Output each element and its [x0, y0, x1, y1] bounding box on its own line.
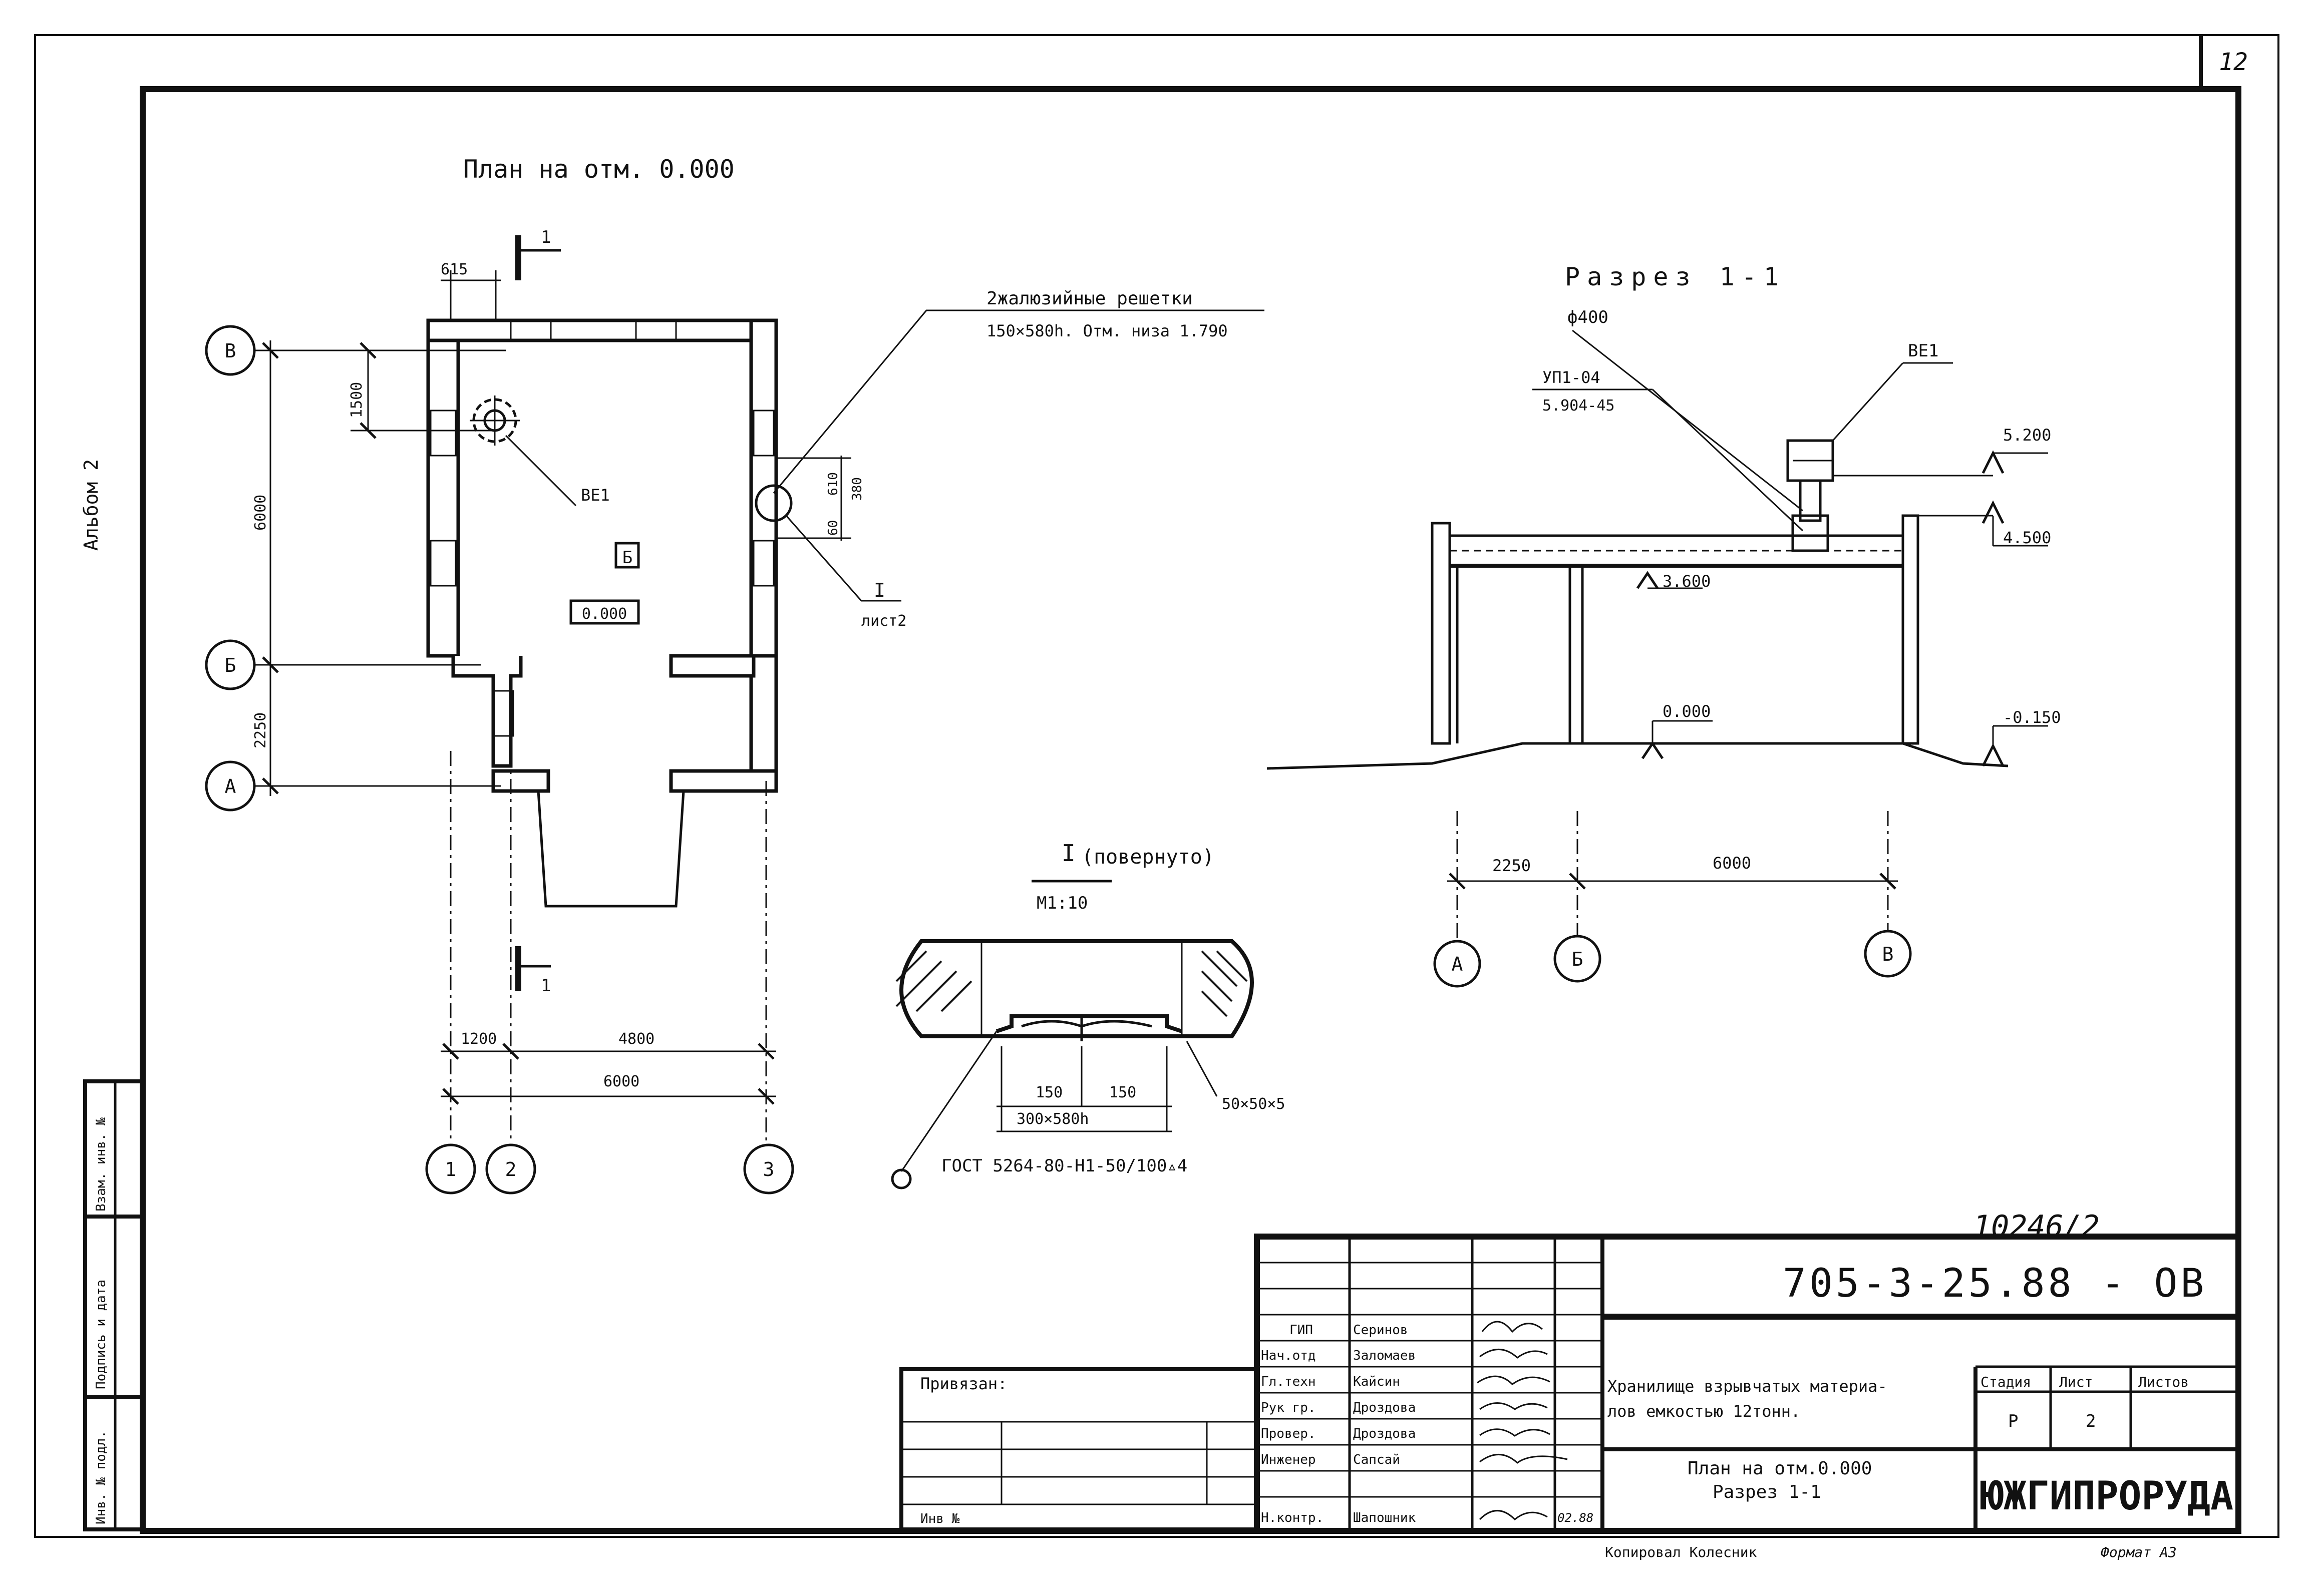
- section-axis-v: В: [1882, 943, 1894, 965]
- stamp-sign-date: Подпись и дата: [94, 1280, 109, 1389]
- plan-dim-60: 60: [826, 520, 841, 536]
- section-axis-a: А: [1452, 953, 1463, 975]
- section-title: Разрез 1-1: [1565, 262, 1786, 291]
- plan-section-markers: [515, 235, 561, 991]
- plan-dimension-lines: [262, 270, 851, 1105]
- plan-axis-2: 2: [505, 1158, 517, 1180]
- detail-drawing: [891, 939, 1254, 1189]
- plan-room-letter: Б: [622, 548, 632, 568]
- detail-ref-number: I: [874, 579, 885, 601]
- grille-leader: [773, 309, 1264, 494]
- role-ruk-gr: Рук гр.: [1261, 1400, 1316, 1415]
- title-block-grid: [899, 1234, 2241, 1534]
- detail-scale: М1:10: [1037, 893, 1088, 913]
- section-diameter: ф400: [1567, 307, 1608, 327]
- detail-angle: 50×50×5: [1222, 1095, 1285, 1113]
- detail-gost: ГОСТ 5264-80-Н1-50/100▵4: [941, 1156, 1187, 1176]
- plan-drawing: [426, 318, 793, 908]
- detail-title: I: [1062, 840, 1076, 867]
- format-note: Формат А3: [2101, 1544, 2177, 1560]
- album-label: Альбом 2: [80, 459, 102, 551]
- plan-title: План на отм. 0.000: [463, 155, 735, 184]
- role-gip: ГИП: [1289, 1323, 1313, 1338]
- section-level-0000: 0.000: [1663, 702, 1711, 721]
- plan-dim-4800: 4800: [618, 1030, 654, 1048]
- role-gl-tekhn: Гл.техн: [1261, 1374, 1316, 1389]
- detail-dim-150a: 150: [1036, 1084, 1063, 1101]
- sheet-title-2: Разрез 1-1: [1713, 1482, 1821, 1502]
- section-level-4500: 4.500: [2003, 528, 2051, 547]
- stamp-orig-inv: Инв. № подл.: [94, 1430, 109, 1524]
- plan-axis-a: А: [225, 775, 236, 797]
- plan-axis-1: 1: [445, 1158, 457, 1180]
- sign-date: 02.88: [1557, 1511, 1593, 1525]
- role-n-kontr: Н.контр.: [1261, 1510, 1324, 1525]
- detail-title-suffix: (повернуто): [1082, 846, 1214, 869]
- name-gl-tekhn: Кайсин: [1353, 1374, 1400, 1389]
- name-inzhener: Сапсай: [1353, 1452, 1400, 1467]
- document-code: 705-3-25.88 - ОВ: [1783, 1261, 2207, 1306]
- project-line-1: Хранилище взрывчатых материа-: [1607, 1377, 1887, 1396]
- plan-section-mark-bottom: 1: [541, 976, 551, 996]
- organization-name: ЮЖГИПРОРУДА: [1981, 1474, 2233, 1519]
- role-nach-otd: Нач.отд: [1261, 1348, 1316, 1363]
- plan-dim-1500: 1500: [348, 382, 366, 418]
- sheets-label: Листов: [2138, 1374, 2189, 1390]
- section-level-3600: 3.600: [1663, 572, 1711, 591]
- grille-note-2: 150×580h. Отм. низа 1.790: [986, 321, 1228, 340]
- section-axis-b: Б: [1572, 948, 1583, 970]
- role-prover: Провер.: [1261, 1426, 1316, 1441]
- sheet-no-value: 2: [2086, 1411, 2096, 1431]
- plan-dim-6000-h: 6000: [603, 1073, 639, 1090]
- plan-dim-6000-v: 6000: [252, 495, 269, 531]
- attached-label: Привязан:: [920, 1374, 1007, 1393]
- plan-axis-b: Б: [225, 654, 236, 676]
- plan-dim-2250-v: 2250: [252, 712, 269, 748]
- section-fan-label: ВЕ1: [1908, 341, 1938, 361]
- detail-leader: [785, 515, 901, 602]
- stage-value: Р: [2008, 1411, 2018, 1431]
- grille-note-1: 2жалюзийные решетки: [986, 288, 1193, 309]
- section-level-neg0150: -0.150: [2003, 708, 2061, 727]
- plan-floor-level: 0.000: [582, 605, 627, 623]
- margin-stamp: Взам. инв. № Подпись и дата Инв. № подл.: [83, 1079, 145, 1531]
- section-drawing: [1266, 329, 2048, 988]
- section-unit-label: УП1-04: [1542, 368, 1600, 387]
- name-gip: Серинов: [1353, 1323, 1408, 1338]
- name-prover: Дроздова: [1353, 1426, 1416, 1441]
- section-unit-series: 5.904-45: [1542, 397, 1615, 415]
- outer-frame: [34, 34, 2279, 1538]
- section-dim-2250: 2250: [1492, 856, 1531, 875]
- section-level-5200: 5.200: [2003, 426, 2051, 445]
- plan-dim-380: 380: [850, 477, 865, 501]
- signatures: [1477, 1321, 1568, 1521]
- role-inzhener: Инженер: [1261, 1452, 1316, 1467]
- plan-section-mark-top: 1: [541, 227, 551, 247]
- detail-ref-sheet: лист2: [861, 612, 906, 630]
- plan-axis-3: 3: [763, 1158, 775, 1180]
- name-ruk-gr: Дроздова: [1353, 1400, 1416, 1415]
- detail-opening: 300×580h: [1017, 1110, 1089, 1128]
- plan-axis-bubbles: [205, 325, 794, 1194]
- detail-dim-150b: 150: [1109, 1084, 1136, 1101]
- project-line-2: лов емкостью 12тонн.: [1607, 1402, 1800, 1421]
- plan-dim-1200: 1200: [461, 1030, 497, 1048]
- copy-note: Копировал Колесник: [1605, 1544, 1757, 1560]
- plan-fan-label: ВЕ1: [581, 486, 610, 505]
- plan-dim-610: 610: [826, 472, 841, 496]
- plan-dim-615: 615: [441, 261, 468, 278]
- sheet-label: Лист: [2059, 1374, 2093, 1390]
- stage-label: Стадия: [1981, 1374, 2031, 1390]
- section-dim-6000: 6000: [1713, 854, 1751, 873]
- inv-no-label: Инв №: [920, 1511, 960, 1526]
- stamp-replace-inv: Взам. инв. №: [94, 1117, 109, 1212]
- name-nach-otd: Заломаев: [1353, 1348, 1416, 1363]
- sheet-title-1: План на отм.0.000: [1688, 1458, 1872, 1479]
- plan-axis-lines: [255, 349, 767, 1141]
- name-n-kontr: Шапошник: [1353, 1510, 1416, 1525]
- plan-axis-v: В: [225, 340, 236, 362]
- sheet-number: 12: [2219, 48, 2248, 76]
